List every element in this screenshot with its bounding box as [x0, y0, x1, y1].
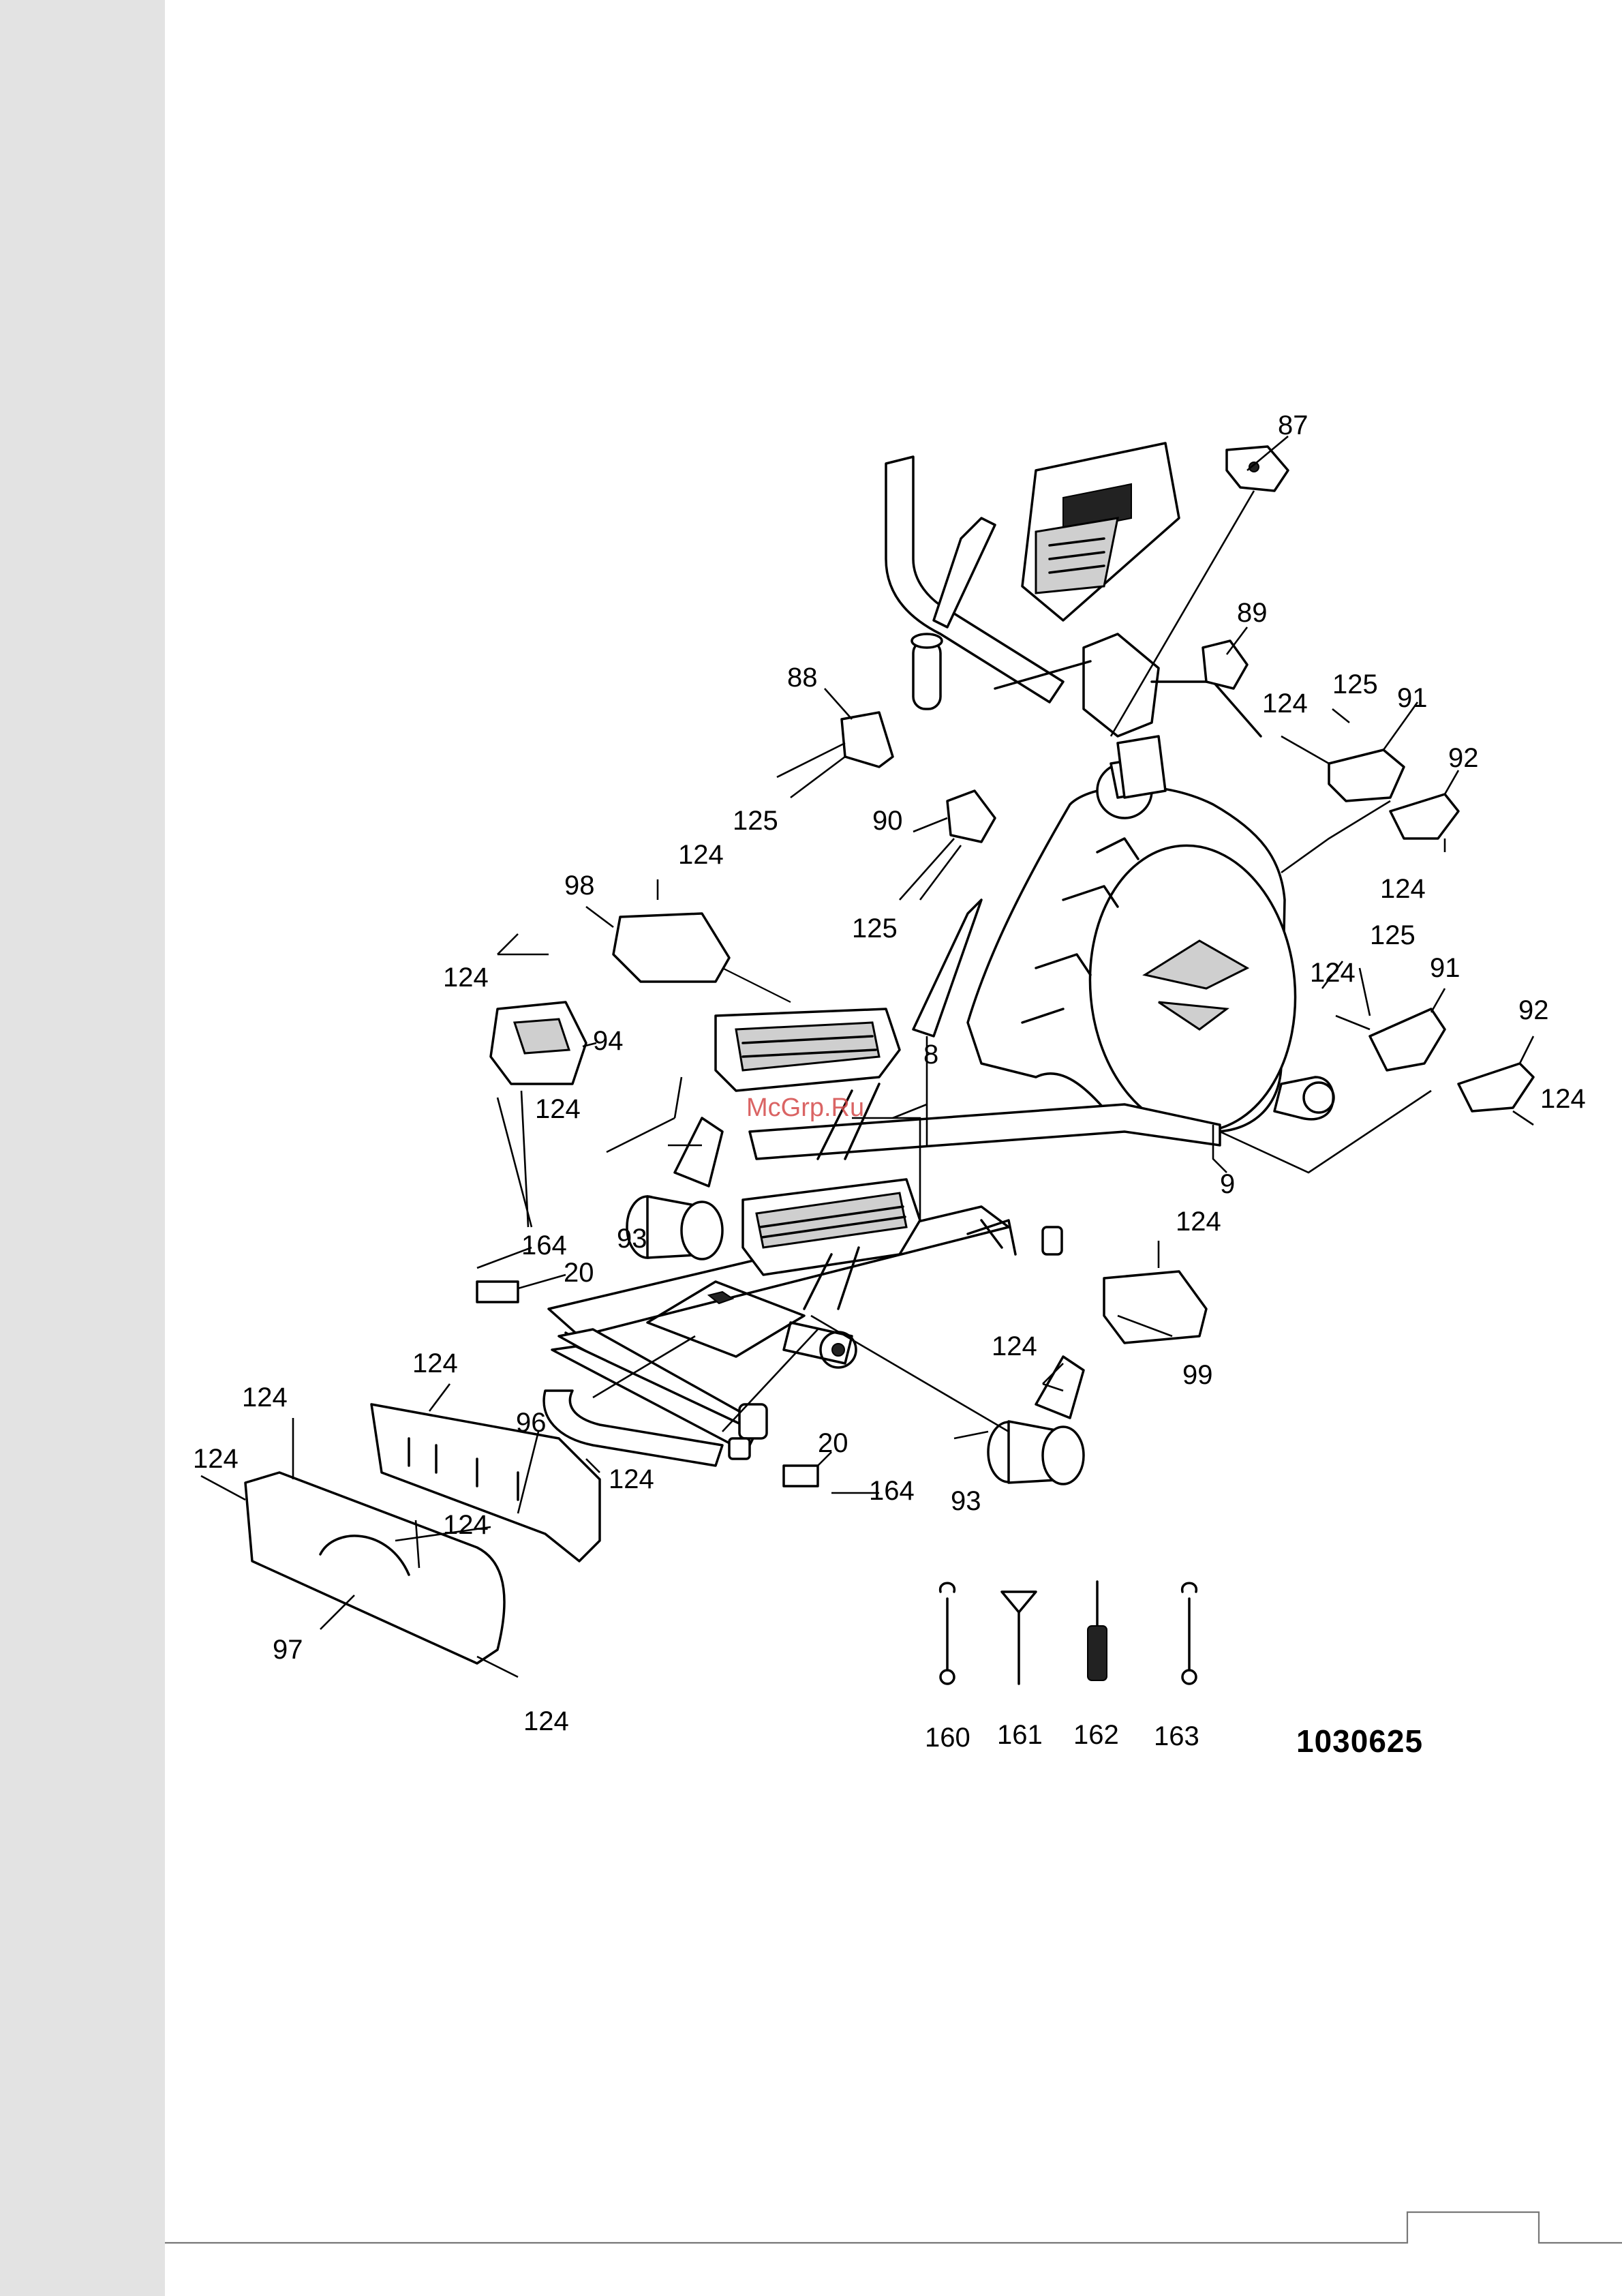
label-99: 99 [1182, 1360, 1213, 1390]
part-88-cap[interactable] [777, 689, 893, 798]
main-upright-frame [968, 757, 1334, 1140]
label-124-f: 124 [535, 1094, 581, 1124]
drawing-number: 1030625 [1296, 1723, 1423, 1759]
label-125-d: 125 [1370, 920, 1416, 950]
label-94: 94 [593, 1026, 624, 1056]
label-124-d: 124 [678, 840, 724, 870]
label-164-a: 164 [521, 1230, 567, 1260]
label-164-b: 164 [869, 1476, 915, 1506]
label-92-b: 92 [1518, 995, 1549, 1025]
tool-163 [1182, 1583, 1197, 1684]
tool-162 [1088, 1582, 1107, 1680]
tool-161 [1002, 1592, 1036, 1684]
label-125-c: 125 [1332, 669, 1378, 699]
label-124-k: 124 [412, 1348, 458, 1378]
handlebars-and-console [886, 443, 1261, 798]
part-93-roller-right[interactable] [988, 1357, 1084, 1484]
label-20-a: 20 [564, 1258, 594, 1288]
label-90: 90 [872, 806, 903, 836]
diagram-page: 87 89 88 125 90 125 124 125 91 92 124 12… [165, 0, 1622, 2296]
page-side-strip [0, 0, 165, 2296]
watermark: McGrp.Ru [746, 1093, 864, 1122]
part-87-cap[interactable] [1227, 436, 1288, 491]
part-98-cover[interactable] [586, 907, 791, 1002]
part-89-cap[interactable] [1203, 627, 1247, 689]
label-125-a: 125 [733, 806, 778, 836]
tool-labels: 160 161 162 163 [925, 1720, 1199, 1753]
part-94-cover[interactable] [491, 1002, 596, 1084]
exploded-view-diagram: 87 89 88 125 90 125 124 125 91 92 124 12… [165, 0, 1622, 2296]
label-98: 98 [564, 871, 595, 901]
tool-label-161: 161 [997, 1720, 1043, 1750]
label-124-i: 124 [1176, 1207, 1221, 1237]
page-footer-rule [165, 2212, 1622, 2243]
label-124-o: 124 [443, 1510, 489, 1540]
part-90-cap[interactable] [900, 791, 995, 900]
label-124-m: 124 [193, 1444, 239, 1474]
leader-lines [201, 491, 1533, 1677]
tool-label-160: 160 [925, 1723, 970, 1753]
label-89: 89 [1237, 598, 1268, 628]
label-87: 87 [1278, 410, 1309, 440]
part-20-bracket-left[interactable] [477, 1275, 566, 1302]
part-92-cover-lower[interactable] [1458, 1036, 1533, 1111]
label-8: 8 [923, 1040, 938, 1070]
part-91-cover-lower[interactable] [1370, 988, 1445, 1070]
part-92-cover-upper[interactable] [1390, 770, 1458, 839]
label-124-n: 124 [609, 1464, 654, 1494]
tool-160 [940, 1583, 955, 1684]
label-93-a: 93 [617, 1224, 647, 1254]
label-124-j: 124 [992, 1331, 1037, 1361]
label-125-b: 125 [852, 913, 898, 943]
label-97: 97 [273, 1635, 303, 1665]
part-99-cover[interactable] [1104, 1271, 1206, 1343]
label-124-l: 124 [242, 1383, 288, 1413]
label-124-p: 124 [523, 1706, 569, 1736]
label-91-b: 91 [1430, 953, 1460, 983]
label-9: 9 [1220, 1169, 1235, 1199]
label-93-b: 93 [951, 1486, 981, 1516]
label-124-e: 124 [443, 963, 489, 993]
label-20-b: 20 [818, 1428, 848, 1458]
label-124-h: 124 [1540, 1084, 1586, 1114]
label-124-g: 124 [1310, 958, 1356, 988]
tool-label-162: 162 [1073, 1720, 1119, 1750]
label-124-a: 124 [1262, 689, 1308, 719]
label-96: 96 [516, 1408, 547, 1438]
label-124-b: 124 [1380, 874, 1426, 904]
label-88: 88 [787, 663, 818, 693]
label-91-a: 91 [1397, 683, 1428, 713]
label-92-a: 92 [1448, 743, 1479, 773]
tool-label-163: 163 [1154, 1721, 1199, 1751]
